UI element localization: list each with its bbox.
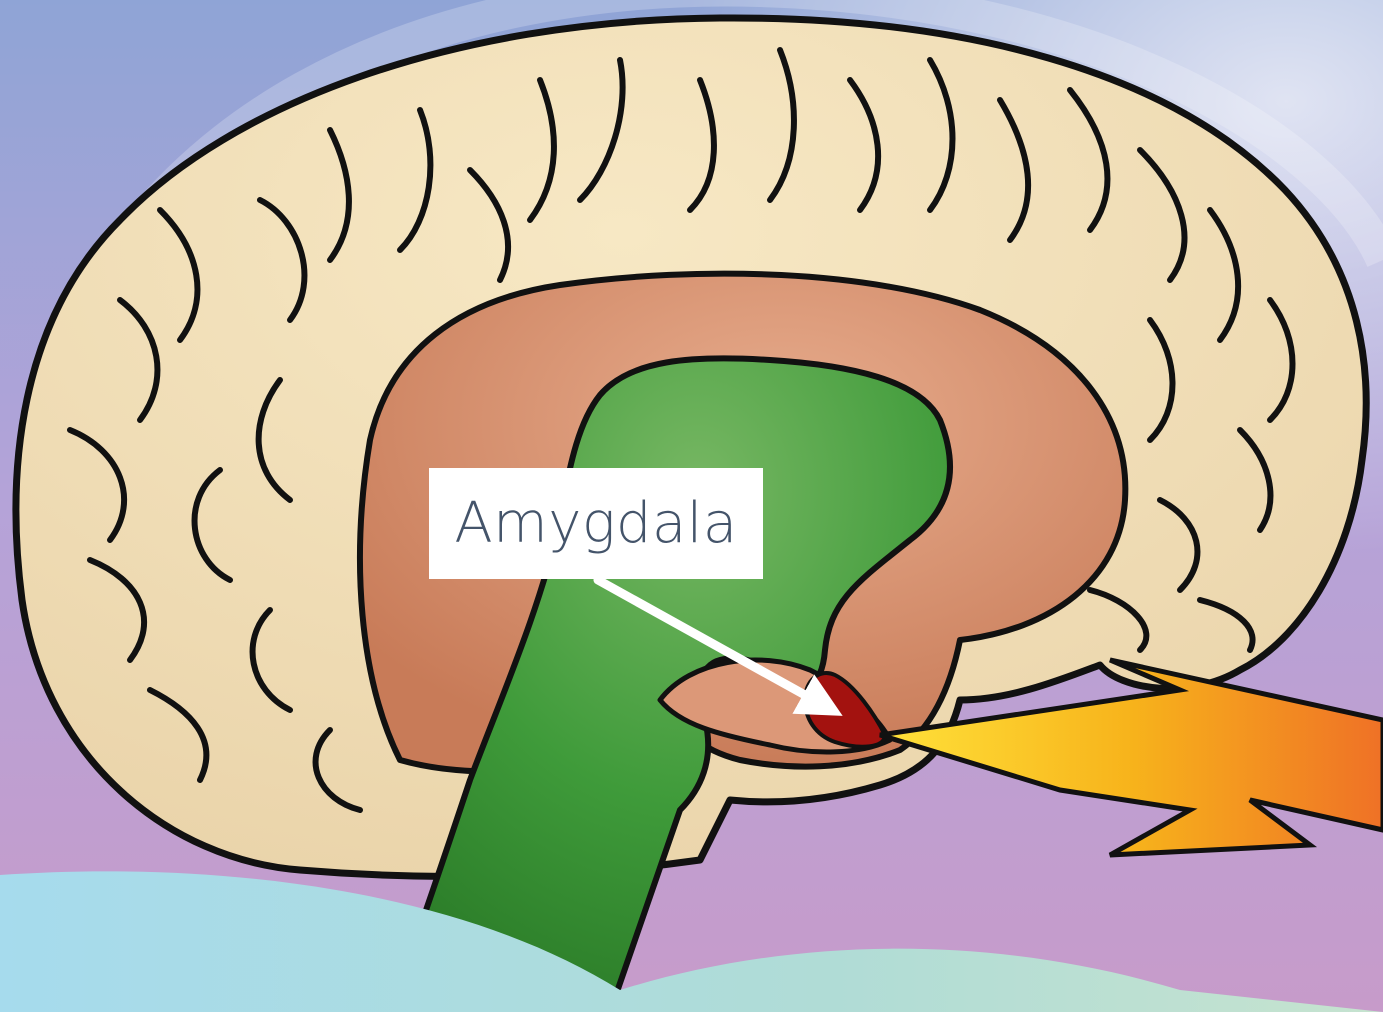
amygdala-label-box: Amygdala: [429, 468, 763, 579]
amygdala-label: Amygdala: [454, 491, 737, 556]
